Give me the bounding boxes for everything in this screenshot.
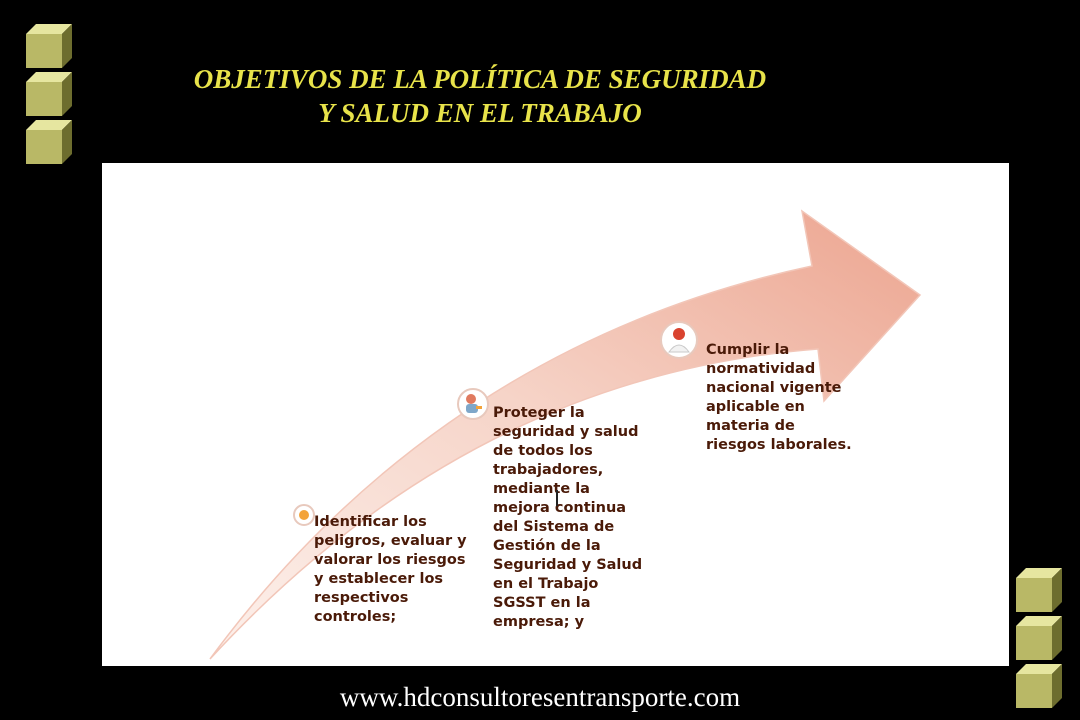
cube-icon — [26, 24, 72, 68]
footer-url: www.hdconsultoresentransporte.com — [339, 682, 741, 712]
cube-icon — [26, 120, 72, 164]
objective-step-1: Identificar los peligros, evaluar y valo… — [314, 514, 467, 625]
slide-title-line-1: OBJETIVOS DE LA POLÍTICA DE SEGURIDAD — [193, 64, 767, 94]
cube-icon — [1016, 616, 1062, 660]
decorative-cubes-bottom-right — [1016, 568, 1062, 708]
cube-icon — [1016, 568, 1062, 612]
slide-title: OBJETIVOS DE LA POLÍTICA DE SEGURIDAD Y … — [100, 62, 860, 130]
bullet-icon — [293, 504, 315, 526]
text-cursor-icon — [556, 490, 558, 506]
decorative-cubes-top-left — [26, 24, 72, 164]
objective-step-3: Cumplir la normatividad nacional vigente… — [706, 342, 852, 453]
worker-icon — [457, 388, 489, 420]
cube-icon — [26, 72, 72, 116]
slide-title-line-2: Y SALUD EN EL TRABAJO — [318, 98, 642, 128]
objective-step-2: Proteger la seguridad y salud de todos l… — [493, 405, 643, 630]
objectives-diagram: Identificar los peligros, evaluar y valo… — [102, 163, 1009, 666]
person-icon — [660, 321, 698, 359]
cube-icon — [1016, 664, 1062, 708]
growth-arrow — [209, 209, 922, 660]
